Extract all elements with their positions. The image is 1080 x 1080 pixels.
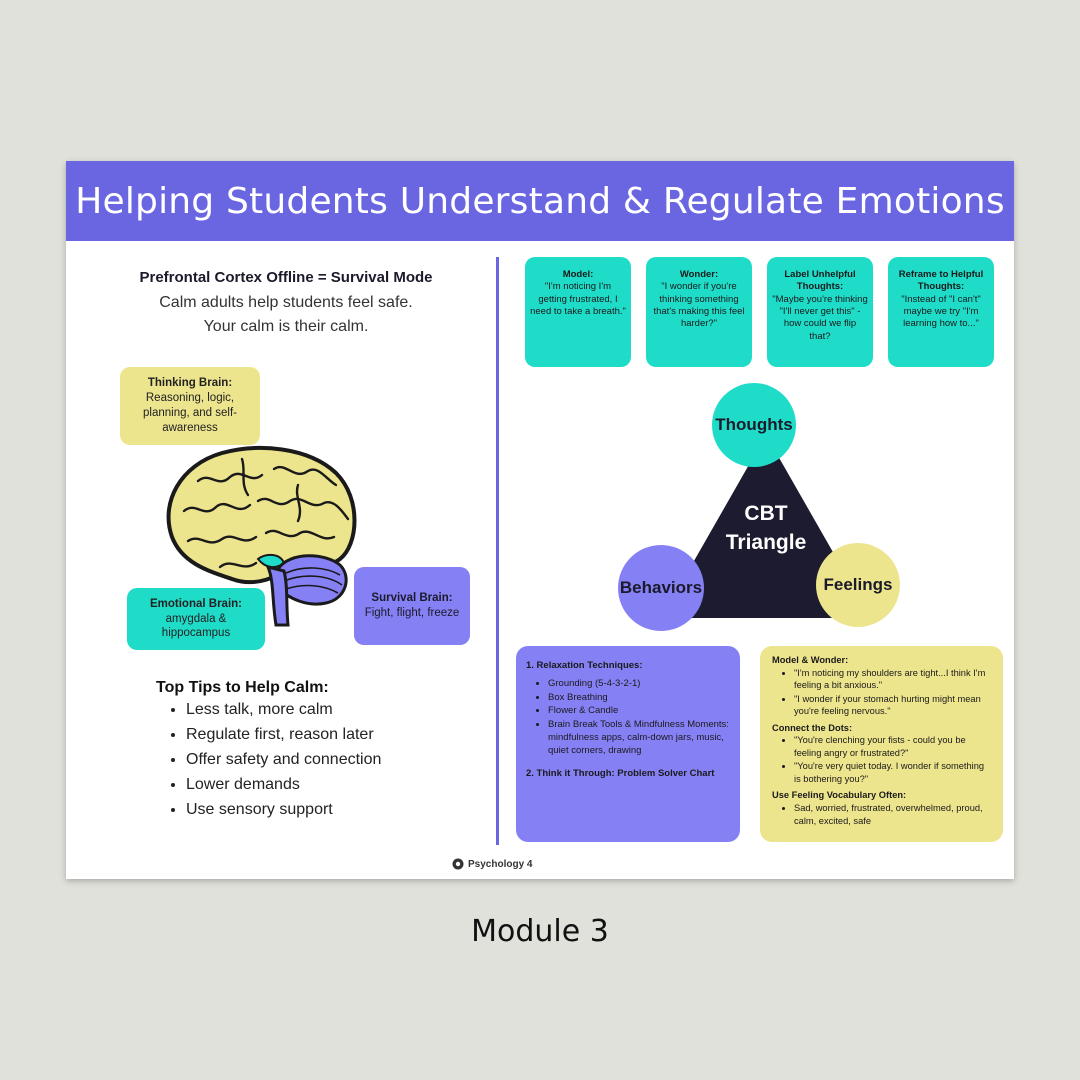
- cbt-title-line-1: CBT: [744, 502, 788, 525]
- strategies-box: 1. Relaxation Techniques: Grounding (5-4…: [516, 646, 740, 842]
- column-divider: [496, 257, 499, 845]
- list-item: Offer safety and connection: [186, 751, 381, 769]
- prompt-text: "Maybe you're thinking "I'll never get t…: [772, 293, 868, 342]
- brain-icon: [166, 445, 357, 627]
- prompt-label: Wonder:: [679, 269, 719, 280]
- list-item: "You're clenching your fists - could you…: [794, 734, 993, 759]
- list-item: Lower demands: [186, 776, 381, 794]
- strategies-section-1: 1. Relaxation Techniques:: [526, 660, 643, 671]
- prompt-text: "I wonder if you're thinking something t…: [653, 281, 745, 330]
- pfc-heading: Prefrontal Cortex Offline = Survival Mod…: [139, 269, 433, 286]
- list-item: "You're very quiet today. I wonder if so…: [794, 760, 993, 785]
- emotional-brain-box: Emotional Brain: amygdala & hippocampus: [127, 588, 265, 650]
- list-item: Flower & Candle: [548, 705, 730, 718]
- emotional-brain-label: Emotional Brain:: [149, 597, 242, 610]
- title-banner: Helping Students Understand & Regulate E…: [66, 161, 1014, 241]
- strategies-section-2: 2. Think it Through: Problem Solver Char…: [526, 767, 715, 779]
- cbt-center-label: CBT Triangle: [686, 499, 846, 558]
- survival-brain-label: Survival Brain:: [371, 592, 453, 605]
- tips-list: Less talk, more calm Regulate first, rea…: [166, 701, 381, 826]
- pfc-line-2: Your calm is their calm.: [203, 318, 369, 335]
- language-heading-2: Connect the Dots:: [772, 722, 853, 733]
- prompt-label: Reframe to Helpful Thoughts:: [898, 269, 984, 293]
- prompt-label-thoughts-box: Label Unhelpful Thoughts: "Maybe you're …: [767, 257, 873, 367]
- prompt-reframe-box: Reframe to Helpful Thoughts: "Instead of…: [888, 257, 994, 367]
- thoughts-circle: Thoughts: [712, 383, 796, 467]
- list-item: Grounding (5-4-3-2-1): [548, 678, 730, 691]
- prompt-model-box: Model: "I'm noticing I'm getting frustra…: [525, 257, 631, 367]
- behaviors-circle: Behaviors: [618, 545, 704, 631]
- brand-logo-icon: [452, 858, 464, 870]
- language-box: Model & Wonder: "I'm noticing my shoulde…: [760, 646, 1003, 842]
- prompt-text: "I'm noticing I'm getting frustrated, I …: [530, 281, 626, 318]
- prompt-label: Model:: [562, 269, 594, 280]
- thinking-brain-text: Reasoning, logic, planning, and self-awa…: [143, 392, 237, 434]
- language-list-2: "You're clenching your fists - could you…: [772, 734, 993, 785]
- strategies-list: Grounding (5-4-3-2-1) Box Breathing Flow…: [526, 678, 730, 758]
- survival-brain-box: Survival Brain: Fight, flight, freeze: [354, 567, 470, 645]
- pfc-line-1: Calm adults help students feel safe.: [159, 294, 413, 311]
- tips-heading: Top Tips to Help Calm:: [156, 679, 329, 696]
- cbt-triangle-shape: [666, 440, 866, 618]
- thinking-brain-box: Thinking Brain: Reasoning, logic, planni…: [120, 367, 260, 445]
- thinking-brain-label: Thinking Brain:: [147, 377, 233, 390]
- prompt-wonder-box: Wonder: "I wonder if you're thinking som…: [646, 257, 752, 367]
- footer-brand: Psychology 4: [452, 858, 532, 870]
- language-list-1: "I'm noticing my shoulders are tight...I…: [772, 667, 993, 718]
- footer-brand-text: Psychology 4: [468, 858, 533, 870]
- language-list-3: Sad, worried, frustrated, overwhelmed, p…: [772, 802, 993, 827]
- module-caption: Module 3: [471, 914, 609, 949]
- list-item: "I'm noticing my shoulders are tight...I…: [794, 667, 993, 692]
- list-item: Box Breathing: [548, 692, 730, 705]
- language-heading-1: Model & Wonder:: [772, 655, 849, 665]
- list-item: Sad, worried, frustrated, overwhelmed, p…: [794, 802, 993, 827]
- cbt-title-line-2: Triangle: [725, 531, 807, 555]
- list-item: Use sensory support: [186, 801, 381, 819]
- emotional-brain-text: amygdala & hippocampus: [161, 612, 231, 640]
- prompt-label: Label Unhelpful Thoughts:: [784, 269, 856, 293]
- list-item: "I wonder if your stomach hurting might …: [794, 693, 993, 718]
- worksheet-page: Helping Students Understand & Regulate E…: [66, 161, 1014, 879]
- list-item: Less talk, more calm: [186, 701, 381, 719]
- list-item: Regulate first, reason later: [186, 726, 381, 744]
- page-title: Helping Students Understand & Regulate E…: [75, 180, 1005, 222]
- prompt-text: "Instead of "I can't" maybe we try "I'm …: [901, 293, 981, 330]
- feelings-circle: Feelings: [816, 543, 900, 627]
- survival-brain-text: Fight, flight, freeze: [364, 607, 460, 619]
- language-heading-3: Use Feeling Vocabulary Often:: [772, 790, 907, 801]
- list-item: Brain Break Tools & Mindfulness Moments:…: [548, 719, 730, 757]
